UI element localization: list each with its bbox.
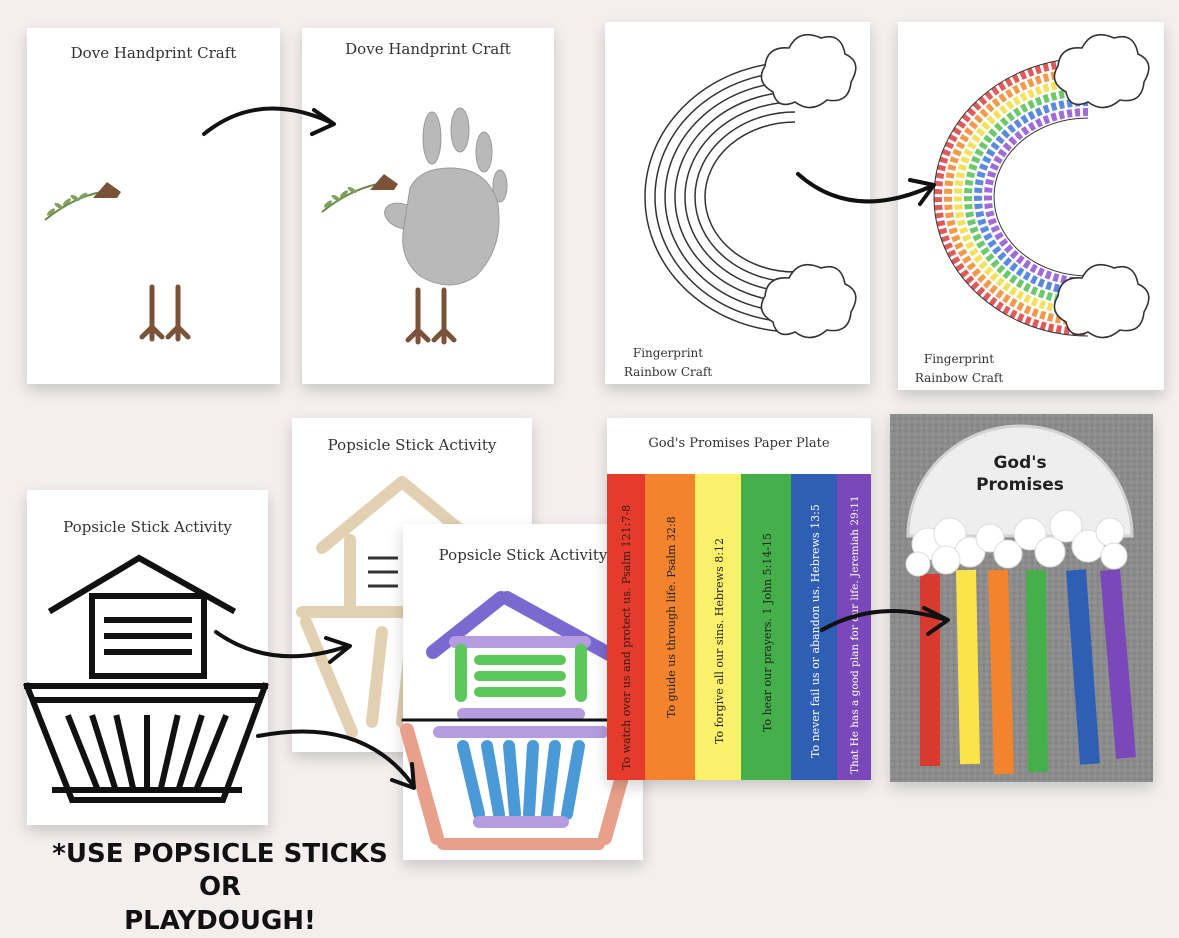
- rainbow-caption-line1: Fingerprint: [923, 352, 995, 366]
- promise-strip-text: To forgive all our sins. Hebrews 8:12: [713, 538, 726, 744]
- promise-strip-text: To watch over us and protect us. Psalm 1…: [620, 504, 633, 770]
- popsicle-note-line2: PLAYDOUGH!: [124, 905, 316, 936]
- handprint-icon: [384, 107, 508, 286]
- promise-strip: [741, 474, 791, 780]
- plate-title: God's Promises: [960, 452, 1080, 496]
- promise-strip-text: To hear our prayers. 1 John 5:14-15: [761, 532, 774, 732]
- rainbow-card-blank: Fingerprint Rainbow Craft: [605, 22, 870, 384]
- rainbow-caption-blank: Fingerprint Rainbow Craft: [613, 344, 723, 381]
- paper-plate-icon: [890, 414, 1153, 782]
- rainbow-caption-line2: Rainbow Craft: [914, 370, 1004, 385]
- rainbow-caption-colored: Fingerprint Rainbow Craft: [904, 350, 1014, 387]
- popsicle-card-colored: Popsicle Stick Activity: [400, 524, 643, 860]
- arrow-icon: [820, 606, 950, 636]
- popsicle-card-colored-title: Popsicle Stick Activity: [438, 546, 608, 564]
- rainbow-outline-icon: [644, 33, 857, 339]
- arrow-icon: [796, 172, 936, 206]
- rainbow-card-colored: Fingerprint Rainbow Craft: [898, 22, 1164, 390]
- olive-branch-icon: [44, 182, 121, 221]
- dove-feet-icon: [405, 287, 457, 345]
- dove-card-blank: Dove Handprint Craft: [27, 28, 280, 384]
- arrow-icon: [214, 630, 352, 664]
- arrow-icon: [202, 106, 336, 136]
- rainbow-colored-icon: [933, 33, 1150, 339]
- popsicle-card-back-title: Popsicle Stick Activity: [327, 436, 497, 454]
- popsicle-card-front-title: Popsicle Stick Activity: [63, 518, 232, 536]
- promises-plate-photo: God's Promises: [890, 414, 1153, 782]
- dove-card-handprint-title: Dove Handprint Craft: [345, 40, 511, 58]
- rainbow-caption-line2: Rainbow Craft: [623, 364, 713, 379]
- popsicle-card-front: Popsicle Stick Activity: [23, 490, 269, 825]
- dove-card-blank-title: Dove Handprint Craft: [70, 44, 237, 62]
- playdough-house-icon: [400, 591, 642, 850]
- popsicle-note-line1: *USE POPSICLE STICKS OR: [52, 839, 388, 903]
- plate-title-line1: God's: [993, 453, 1047, 473]
- olive-branch-icon: [321, 174, 398, 213]
- promises-strips-title: God's Promises Paper Plate: [648, 436, 830, 451]
- promises-strips-card: God's Promises Paper Plate To watch over…: [607, 418, 871, 780]
- promise-strip-text: To guide us through life. Psalm 32:8: [665, 516, 678, 718]
- promise-strip: [607, 474, 645, 780]
- rainbow-caption-line1: Fingerprint: [632, 346, 704, 360]
- dove-card-handprint: Dove Handprint Craft: [302, 28, 554, 384]
- arrow-icon: [256, 729, 416, 790]
- promise-strip: [645, 474, 695, 780]
- promise-strip: [837, 474, 871, 780]
- promise-strip: [695, 474, 741, 780]
- ark-outline-icon: [23, 554, 269, 803]
- dove-feet-icon: [139, 284, 191, 342]
- plate-title-line2: Promises: [976, 475, 1064, 496]
